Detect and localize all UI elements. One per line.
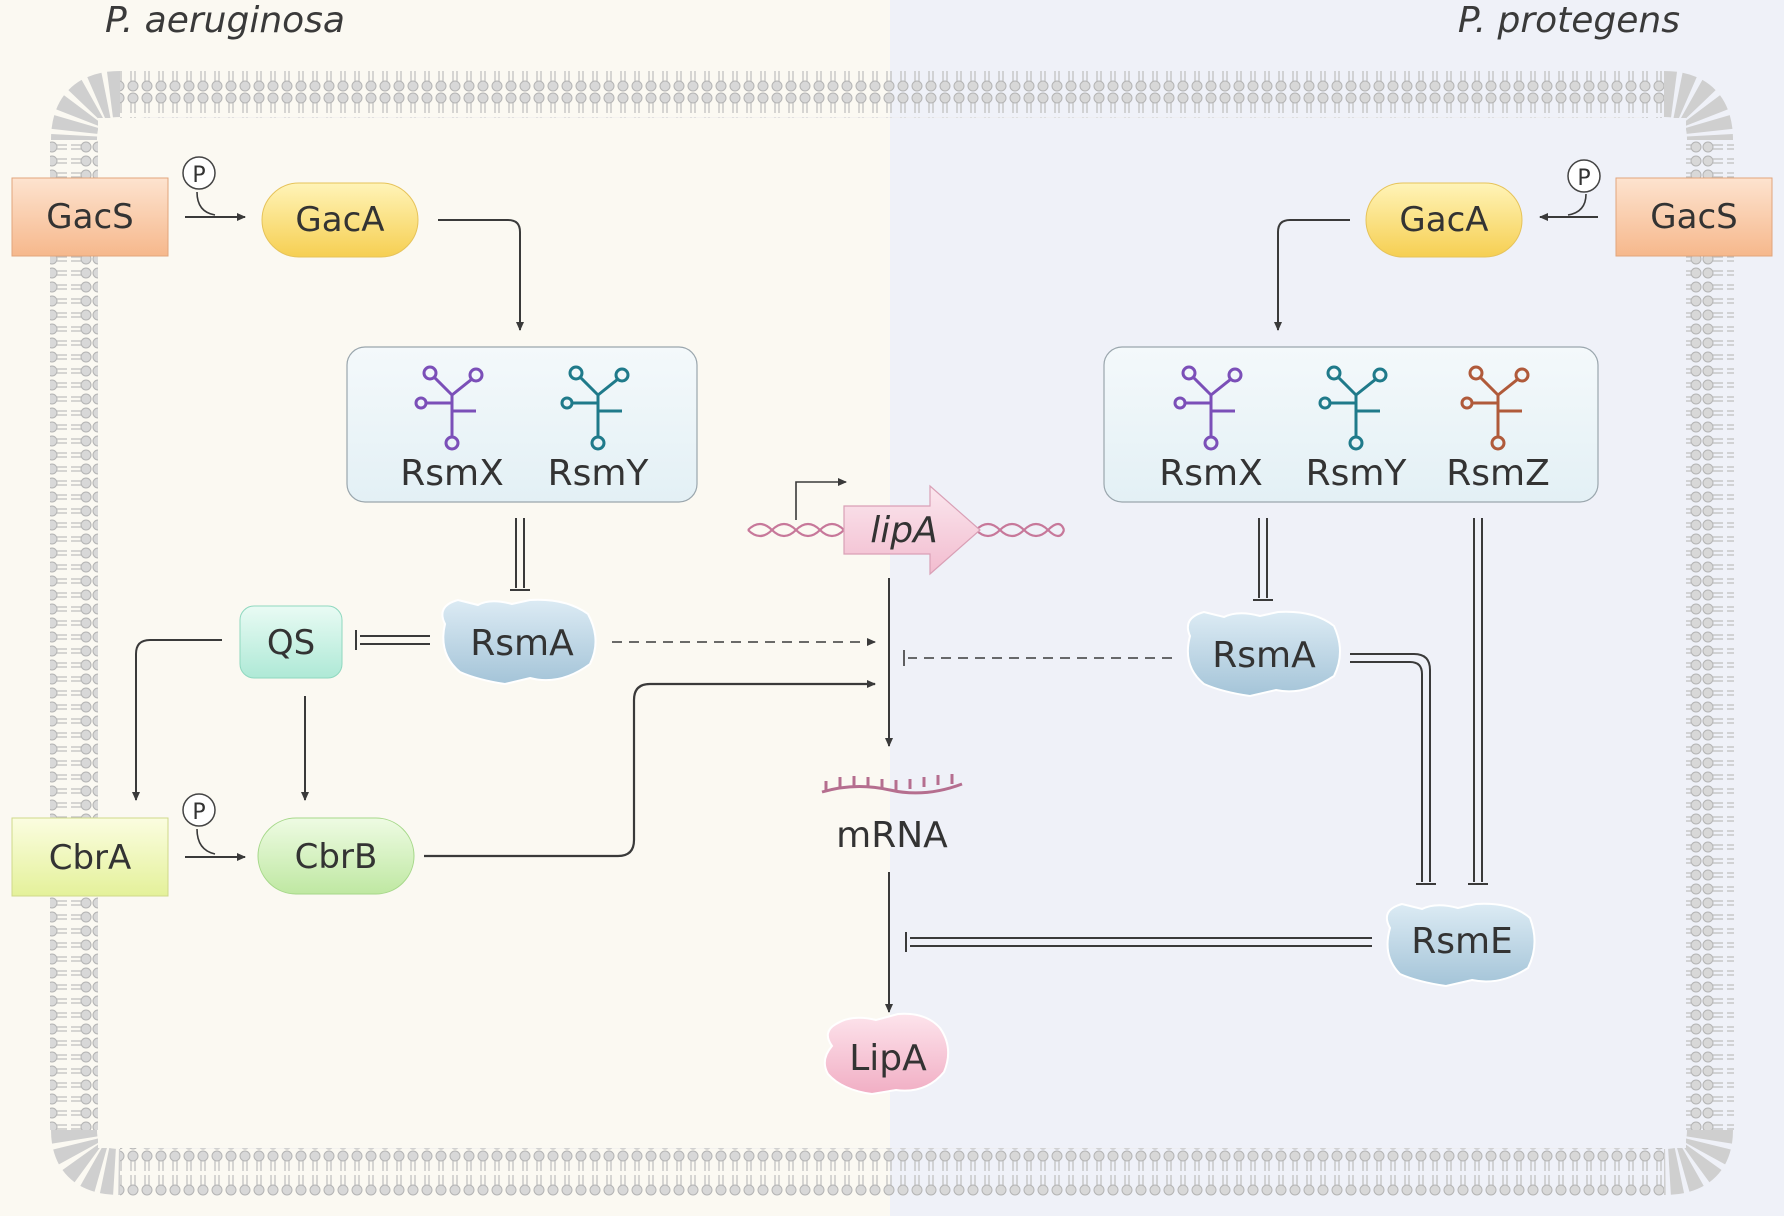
- cbra-label: CbrA: [49, 838, 132, 878]
- inhibit-srna-to-rsma-left: [510, 518, 530, 591]
- dna-helix: [747, 522, 1066, 538]
- arrow-gaca-to-sRNA-left: [438, 219, 524, 331]
- lipA-protein-label: LipA: [849, 1038, 927, 1079]
- rsmz-right-icon: [1460, 365, 1530, 451]
- cbrb-label: CbrB: [295, 837, 378, 877]
- mrna-label: mRNA: [836, 815, 948, 856]
- lipA-protein-node[interactable]: LipA: [823, 1012, 950, 1096]
- inhibit-rsme-to-lipA: [905, 932, 1372, 952]
- cbra-node[interactable]: CbrA: [11, 817, 169, 897]
- rsmy-right-label: RsmY: [1306, 453, 1408, 494]
- rsmx-left-icon: [414, 365, 484, 451]
- lipA-gene-label: lipA: [870, 510, 937, 551]
- gacs-right-node[interactable]: GacS: [1615, 177, 1773, 257]
- phospho-badge-left-bottom: P: [182, 793, 216, 827]
- srna-box-right: [1103, 346, 1599, 503]
- rsmy-left-icon: [560, 365, 630, 451]
- inhibit-srna-to-rsma-right: [1253, 518, 1273, 601]
- rsmx-left-label: RsmX: [400, 453, 504, 494]
- gacs-left-node[interactable]: GacS: [11, 177, 169, 257]
- gaca-right-node[interactable]: GacA: [1365, 182, 1523, 258]
- rsma-right-node[interactable]: RsmA: [1186, 610, 1341, 698]
- rsmy-left-label: RsmY: [548, 453, 650, 494]
- gaca-left-node[interactable]: GacA: [261, 182, 419, 258]
- dashed-inhibit-rsma-right-to-lipA: [903, 650, 1172, 666]
- rsme-label: RsmE: [1411, 921, 1513, 962]
- promoter-arrow: [795, 478, 847, 520]
- species-title-right: P. protegens: [1458, 0, 1680, 41]
- gaca-left-label: GacA: [295, 200, 384, 240]
- lipA-gene[interactable]: lipA: [843, 484, 981, 576]
- rsme-node[interactable]: RsmE: [1386, 902, 1536, 988]
- gacs-left-label: GacS: [46, 197, 133, 237]
- arrow-qs-to-cbra: [132, 639, 222, 801]
- inhibit-rsma-to-qs: [355, 630, 430, 650]
- phospho-label: P: [192, 163, 205, 188]
- inhibit-srna-to-rsme: [1468, 518, 1488, 885]
- phospho-label: P: [1577, 166, 1590, 191]
- rsmx-right-label: RsmX: [1159, 453, 1263, 494]
- phospho-badge-right: P: [1567, 159, 1601, 193]
- gaca-right-label: GacA: [1399, 200, 1488, 240]
- rsma-right-label: RsmA: [1212, 635, 1316, 676]
- species-title-left: P. aeruginosa: [105, 0, 345, 41]
- rsma-left-label: RsmA: [470, 623, 574, 664]
- qs-label: QS: [267, 623, 315, 663]
- arrow-cbrb-to-lipA: [424, 680, 876, 858]
- gacs-right-label: GacS: [1650, 197, 1737, 237]
- cbrb-node[interactable]: CbrB: [257, 817, 415, 895]
- mrna-icon: [821, 774, 963, 795]
- arrow-gaca-to-sRNA-right: [1274, 219, 1350, 331]
- rsma-left-node[interactable]: RsmA: [441, 598, 597, 686]
- qs-node[interactable]: QS: [239, 605, 343, 679]
- rsmy-right-icon: [1318, 365, 1388, 451]
- phospho-label: P: [192, 800, 205, 825]
- rsmx-right-icon: [1173, 365, 1243, 451]
- rsmz-right-label: RsmZ: [1446, 453, 1550, 494]
- phospho-badge-left-top: P: [182, 156, 216, 190]
- inhibit-rsma-to-rsme: [1350, 653, 1436, 885]
